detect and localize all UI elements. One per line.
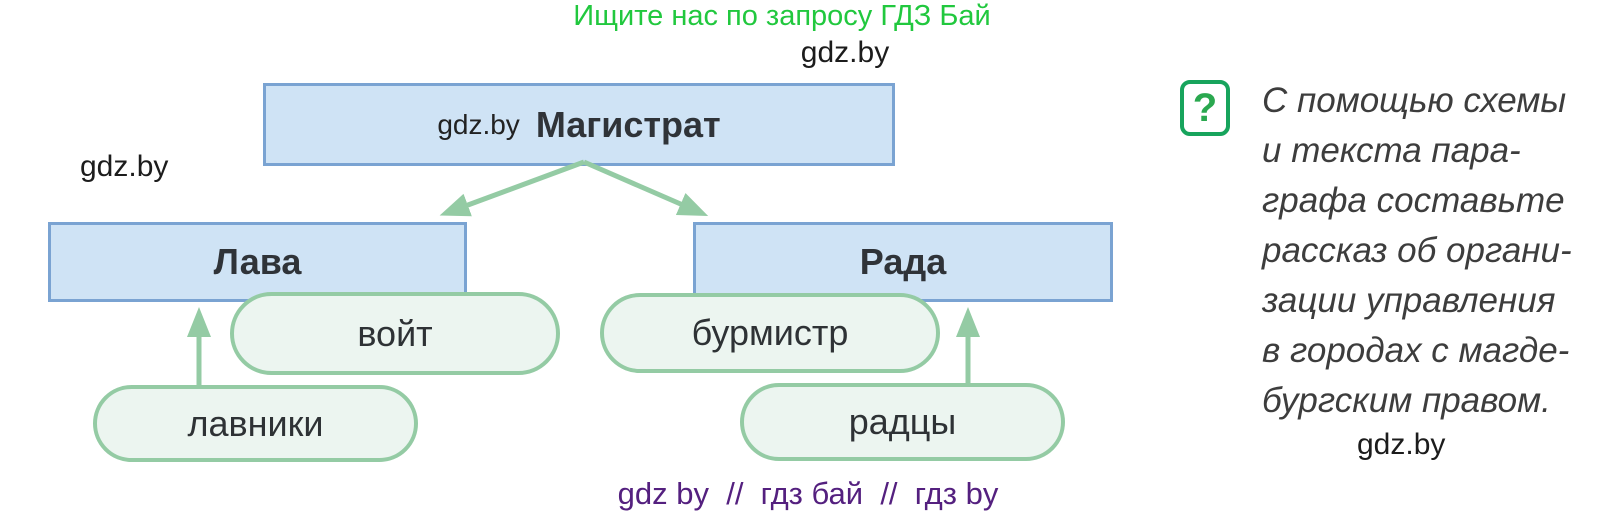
node-lavniki-label: лавники — [187, 402, 324, 444]
question-line: бургским правом. — [1262, 381, 1551, 420]
node-burmistr: бурмистр — [600, 293, 940, 373]
arrow-magistrat-to-lava — [439, 159, 585, 217]
question-mark-icon: ? — [1180, 80, 1230, 136]
node-lavniki: лавники — [93, 385, 418, 462]
node-radtsy: радцы — [740, 383, 1065, 461]
watermark-top: gdz.by — [800, 36, 890, 69]
node-lava-label: Лава — [213, 241, 302, 282]
node-voyt-label: войт — [357, 312, 433, 354]
node-voyt: войт — [230, 292, 560, 375]
question-mark-glyph: ? — [1192, 85, 1218, 130]
node-burmistr-label: бурмистр — [691, 312, 849, 353]
footer-tags: gdz by // гдз бай // гдз by — [617, 476, 999, 511]
node-magistrat: gdz.by Магистрат — [263, 83, 895, 166]
arrow-magistrat-to-rada — [583, 159, 709, 216]
node-radtsy-label: радцы — [848, 401, 957, 442]
question-line: С помощью схемы — [1262, 81, 1567, 120]
promo-text: Ищите нас по запросу ГДЗ Бай — [573, 0, 991, 32]
watermark-right: gdz.by — [1357, 428, 1446, 461]
question-line: в городах с магде- — [1262, 331, 1570, 370]
question-line: рассказ об органи- — [1262, 231, 1572, 270]
question-line: зации управления — [1262, 281, 1556, 320]
node-lava: Лава — [48, 222, 467, 302]
question-text: С помощью схемы и текста пара- графа сос… — [1262, 76, 1618, 426]
watermark-left: gdz.by — [80, 150, 169, 183]
node-rada: Рада — [693, 222, 1113, 302]
watermark-in-magistrat: gdz.by — [437, 108, 520, 140]
question-line: и текста пара- — [1262, 131, 1521, 170]
node-rada-label: Рада — [859, 241, 947, 282]
question-line: графа составьте — [1262, 181, 1565, 220]
node-magistrat-label: Магистрат — [535, 103, 721, 145]
